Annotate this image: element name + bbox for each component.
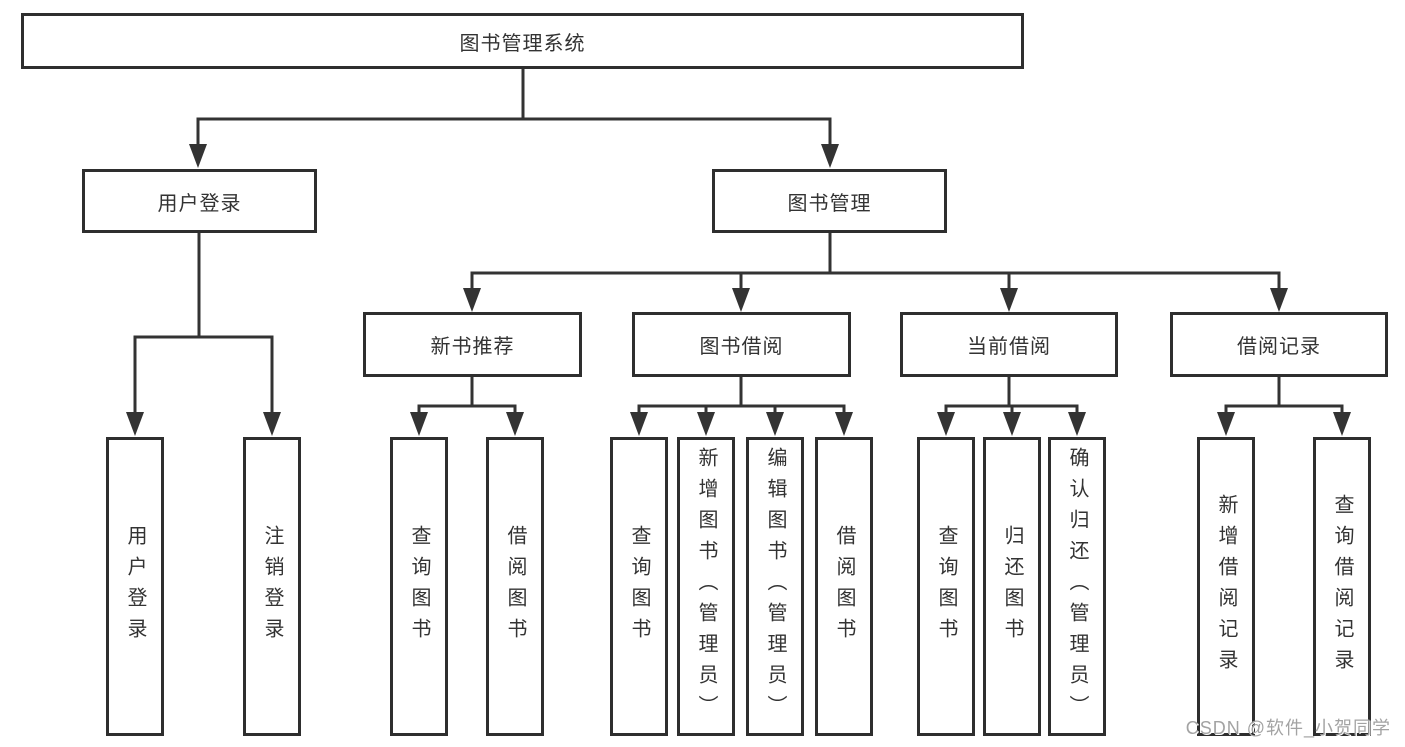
arrowhead-icon bbox=[1217, 412, 1235, 436]
node-label: 新增借阅记录 bbox=[1215, 493, 1237, 680]
node-label: 新书推荐 bbox=[430, 336, 515, 358]
node-book-borrow: 图书借阅 bbox=[632, 312, 851, 377]
node-new-book-recommend: 新书推荐 bbox=[363, 312, 582, 377]
arrowhead-icon bbox=[1000, 288, 1018, 312]
node-label: 查询图书 bbox=[628, 524, 650, 649]
node-label: 图书管理系统 bbox=[459, 32, 586, 55]
node-label: 新增图书（管理员） bbox=[695, 447, 717, 726]
node-leaf-records-query: 查询借阅记录 bbox=[1313, 437, 1371, 736]
arrowhead-icon bbox=[1270, 288, 1288, 312]
node-user-login-branch: 用户登录 bbox=[82, 169, 317, 233]
arrowhead-icon bbox=[766, 412, 784, 436]
node-leaf-borrow-borrow: 借阅图书 bbox=[815, 437, 873, 736]
arrowhead-icon bbox=[821, 144, 839, 168]
node-label: 查询图书 bbox=[935, 524, 957, 649]
arrowheads bbox=[126, 144, 1351, 436]
node-borrow-records: 借阅记录 bbox=[1170, 312, 1388, 377]
node-label: 当前借阅 bbox=[967, 336, 1051, 358]
node-leaf-current-query: 查询图书 bbox=[917, 437, 975, 736]
arrowhead-icon bbox=[1003, 412, 1021, 436]
node-label: 编辑图书（管理员） bbox=[764, 447, 786, 726]
node-label: 用户登录 bbox=[124, 524, 146, 649]
arrowhead-icon bbox=[630, 412, 648, 436]
node-leaf-user-login: 用户登录 bbox=[106, 437, 164, 736]
node-label: 注销登录 bbox=[261, 524, 283, 649]
node-leaf-current-return: 归还图书 bbox=[983, 437, 1041, 736]
node-label: 确认归还（管理员） bbox=[1066, 447, 1088, 726]
node-leaf-borrow-query: 查询图书 bbox=[610, 437, 668, 736]
arrowhead-icon bbox=[1068, 412, 1086, 436]
node-leaf-current-confirm-admin: 确认归还（管理员） bbox=[1048, 437, 1106, 736]
arrowhead-icon bbox=[463, 288, 481, 312]
csdn-watermark: CSDN @软件_小贺同学 bbox=[1185, 718, 1391, 738]
arrowhead-icon bbox=[263, 412, 281, 436]
node-label: 查询借阅记录 bbox=[1331, 493, 1353, 680]
arrowhead-icon bbox=[835, 412, 853, 436]
node-leaf-borrow-add-admin: 新增图书（管理员） bbox=[677, 437, 735, 736]
node-leaf-records-add: 新增借阅记录 bbox=[1197, 437, 1255, 736]
connector-newbook-to-leaves bbox=[417, 375, 517, 432]
node-leaf-logout: 注销登录 bbox=[243, 437, 301, 736]
node-label: 借阅记录 bbox=[1237, 336, 1321, 358]
connector-bookmgmt-to-level3 bbox=[470, 231, 1281, 308]
node-root-system: 图书管理系统 bbox=[21, 13, 1024, 69]
arrowhead-icon bbox=[937, 412, 955, 436]
connector-root-to-level2 bbox=[196, 67, 832, 162]
arrowhead-icon bbox=[506, 412, 524, 436]
node-label: 归还图书 bbox=[1001, 524, 1023, 649]
node-label: 借阅图书 bbox=[833, 524, 855, 649]
arrowhead-icon bbox=[189, 144, 207, 168]
arrowhead-icon bbox=[1333, 412, 1351, 436]
arrowhead-icon bbox=[732, 288, 750, 312]
connector-userlogin-to-leaves bbox=[133, 231, 274, 432]
node-label: 图书借阅 bbox=[699, 336, 784, 358]
connector-records-to-leaves bbox=[1224, 375, 1344, 432]
node-label: 用户登录 bbox=[157, 192, 242, 215]
node-current-borrow: 当前借阅 bbox=[900, 312, 1118, 377]
arrowhead-icon bbox=[697, 412, 715, 436]
node-label: 查询图书 bbox=[408, 524, 430, 649]
node-book-management-branch: 图书管理 bbox=[712, 169, 947, 233]
node-label: 图书管理 bbox=[787, 192, 872, 215]
arrowhead-icon bbox=[126, 412, 144, 436]
node-leaf-borrow-edit-admin: 编辑图书（管理员） bbox=[746, 437, 804, 736]
node-leaf-newbook-query: 查询图书 bbox=[390, 437, 448, 736]
arrowhead-icon bbox=[410, 412, 428, 436]
node-leaf-newbook-borrow: 借阅图书 bbox=[486, 437, 544, 736]
connector-borrow-to-leaves bbox=[637, 375, 846, 432]
node-label: 借阅图书 bbox=[504, 524, 526, 649]
